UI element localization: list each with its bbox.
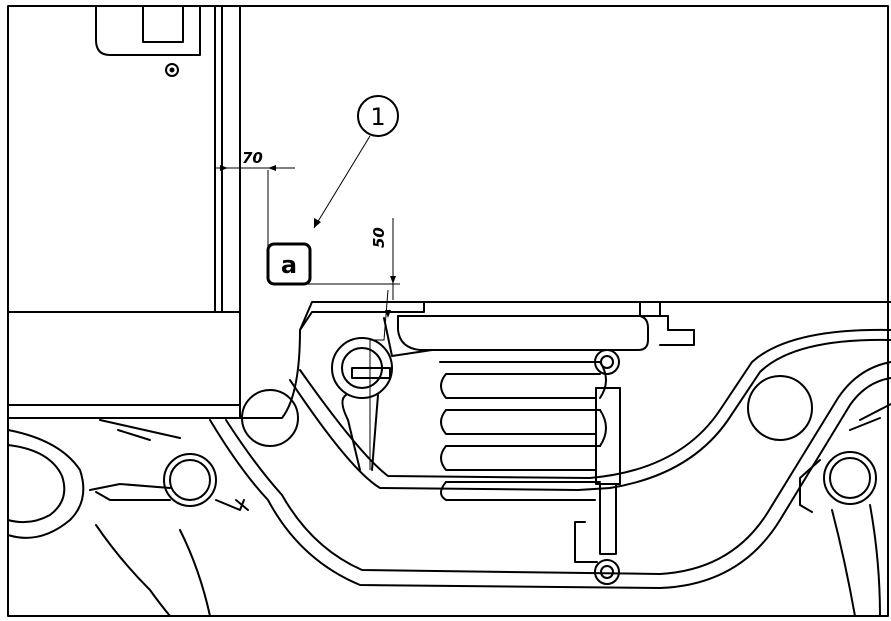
bogie-side-frame [209, 301, 891, 589]
dimension-70: 70 [214, 149, 295, 280]
equipment-box [95, 5, 201, 77]
item-balloon-1: 1 [313, 95, 399, 229]
dimension-50: 50 [300, 218, 400, 470]
hydraulic-damper [574, 349, 621, 585]
dim-label-70: 70 [242, 149, 263, 167]
spring-seat [383, 315, 649, 357]
coil-spring [439, 361, 607, 501]
detail-marker-a: a [266, 242, 312, 286]
detail-marker-label: a [281, 251, 297, 279]
swing-link [331, 337, 393, 471]
wheel-left [7, 419, 249, 617]
balloon-label: 1 [370, 103, 385, 131]
car-body [7, 5, 891, 419]
frame-holes [241, 375, 813, 447]
dim-label-50: 50 [370, 227, 388, 248]
wheel-right [799, 403, 891, 617]
